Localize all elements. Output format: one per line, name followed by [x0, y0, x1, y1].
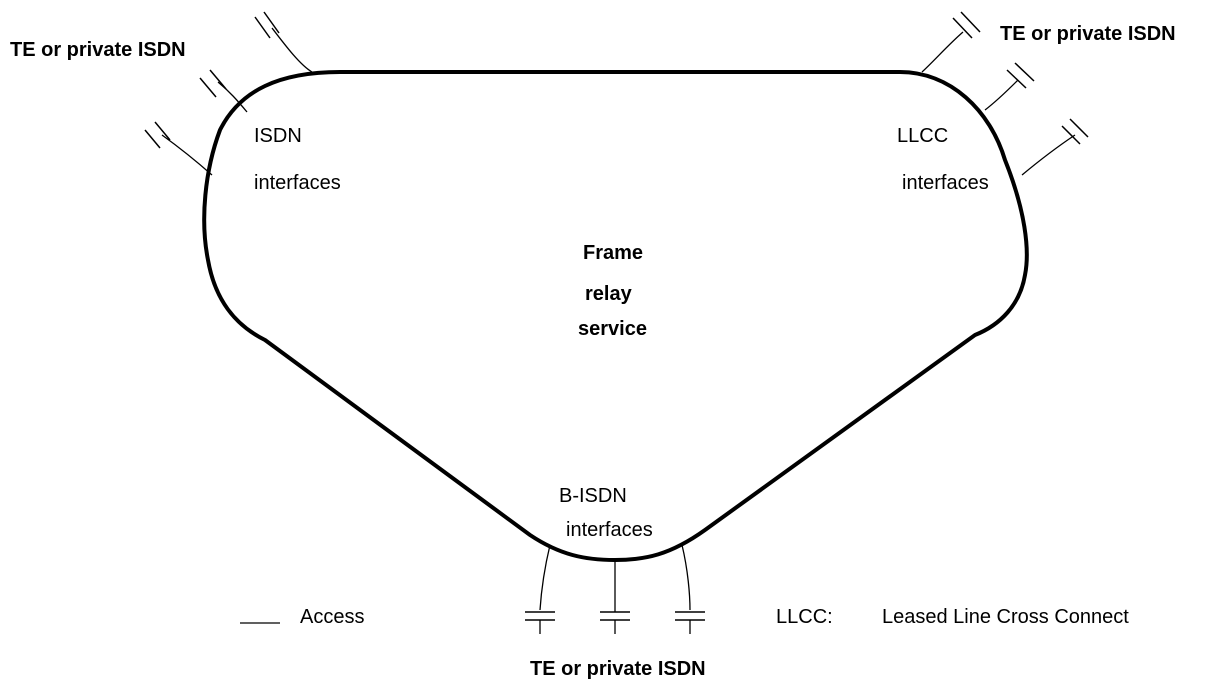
llcc-interfaces-label-1: LLCC — [897, 125, 948, 147]
access-bottom-3 — [675, 544, 705, 634]
frame-relay-label-3: service — [578, 318, 647, 340]
access-top-left-2 — [199, 69, 248, 113]
legend-access-label: Access — [300, 606, 364, 628]
access-top-left-1 — [254, 11, 313, 73]
bisdn-interfaces-label-1: B-ISDN — [559, 485, 627, 507]
isdn-interfaces-label-1: ISDN — [254, 125, 302, 147]
te-label-top-right: TE or private ISDN — [1000, 23, 1176, 45]
access-bottom-2 — [600, 560, 630, 634]
access-top-right-3 — [1021, 118, 1089, 176]
llcc-interfaces-label-2: interfaces — [902, 172, 989, 194]
te-label-top-left: TE or private ISDN — [10, 39, 186, 61]
te-label-bottom: TE or private ISDN — [530, 658, 706, 680]
bisdn-interfaces-label-2: interfaces — [566, 519, 653, 541]
access-top-left-3 — [144, 121, 213, 176]
frame-relay-label-1: Frame — [583, 242, 643, 264]
legend-llcc-full: Leased Line Cross Connect — [882, 606, 1129, 628]
access-top-right-2 — [984, 62, 1035, 111]
access-top-right-1 — [921, 11, 981, 73]
access-bottom-1 — [525, 544, 555, 634]
legend-llcc-abbrev: LLCC: — [776, 606, 833, 628]
frame-relay-label-2: relay — [585, 283, 633, 305]
isdn-interfaces-label-2: interfaces — [254, 172, 341, 194]
